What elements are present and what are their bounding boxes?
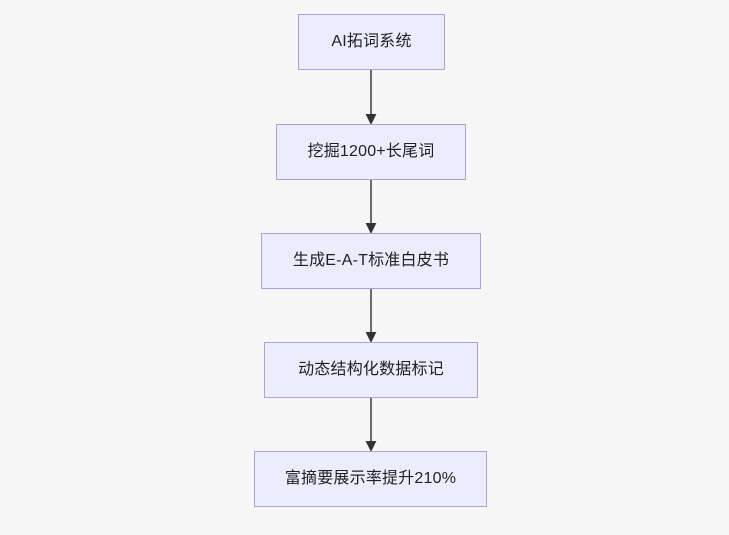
edge-node4-to-node5 [365,396,377,452]
flow-node-mine-longtail-keywords[interactable]: 挖掘1200+长尾词 [276,124,466,180]
flow-node-label: AI拓词系统 [331,33,412,50]
edge-node2-to-node3 [365,178,377,234]
flow-node-ai-keyword-system[interactable]: AI拓词系统 [298,14,445,70]
flow-node-label: 动态结构化数据标记 [298,361,444,378]
flow-node-rich-snippet-rate-increase[interactable]: 富摘要展示率提升210% [254,451,487,507]
flow-node-generate-eat-whitepaper[interactable]: 生成E-A-T标准白皮书 [261,233,481,289]
edge-node1-to-node2 [365,68,377,125]
flow-node-label: 富摘要展示率提升210% [284,470,457,487]
edge-node3-to-node4 [365,287,377,343]
flow-node-label: 挖掘1200+长尾词 [307,143,435,160]
flow-node-label: 生成E-A-T标准白皮书 [292,252,450,269]
flow-node-dynamic-structured-data-markup[interactable]: 动态结构化数据标记 [264,342,478,398]
